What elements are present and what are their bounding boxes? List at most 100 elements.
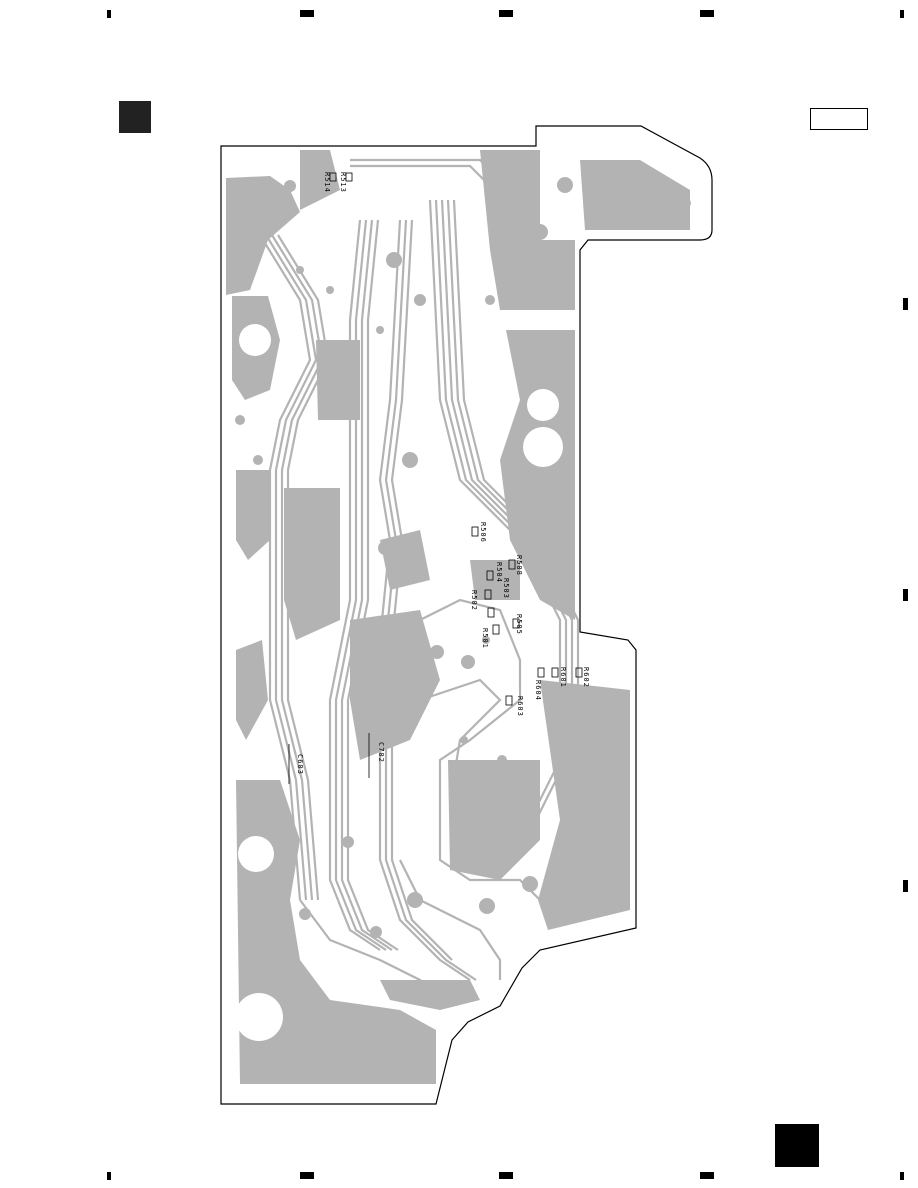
label-r502: R502 <box>470 590 478 611</box>
trace-vertical-7 <box>390 219 453 961</box>
registration-mark-top-4 <box>700 10 714 17</box>
component-r514-body <box>329 172 337 182</box>
trace-diag-2 <box>434 199 568 821</box>
label-r505: R505 <box>515 614 523 635</box>
trace-vertical-3 <box>340 219 393 951</box>
label-r603: R603 <box>516 696 524 717</box>
label-r503: R503 <box>502 578 510 599</box>
pad <box>402 452 418 468</box>
trace-diag-3 <box>440 199 574 760</box>
trace-top-1 <box>350 158 521 201</box>
component-r502-body <box>487 607 495 618</box>
component-r506-body <box>471 526 479 537</box>
trace-vertical-2 <box>334 219 387 951</box>
pad <box>681 198 691 208</box>
copper-pour-right-lower <box>538 680 630 930</box>
copper-pour-center-mid <box>284 488 340 640</box>
component-r601-body <box>551 667 559 678</box>
trace-bundle-2 <box>265 234 318 901</box>
trace-center-1 <box>419 598 541 901</box>
trace-diag-1 <box>428 199 562 821</box>
trace-vertical-4 <box>346 219 399 951</box>
component-r505-body <box>512 618 520 629</box>
copper-pour-center-lower <box>448 760 540 880</box>
label-r504: R504 <box>495 562 503 583</box>
copper-pour-left-lower <box>236 470 270 560</box>
mounting-hole-5 <box>235 993 283 1041</box>
pad <box>482 636 490 644</box>
pad <box>296 266 304 274</box>
mounting-hole-3 <box>523 427 563 467</box>
pad <box>596 764 608 776</box>
pad <box>407 892 423 908</box>
section-marker-square <box>119 101 151 133</box>
component-r603-body <box>505 695 513 706</box>
pad <box>309 494 321 506</box>
label-r601: R601 <box>559 667 567 688</box>
copper-pour-center-2 <box>350 610 440 760</box>
trace-diag-5 <box>452 199 545 541</box>
trace-low-1 <box>299 899 451 1001</box>
pad <box>461 655 475 669</box>
registration-mark-bottom-2 <box>300 1172 314 1179</box>
trace-diag-4 <box>446 199 580 760</box>
pad <box>485 295 495 305</box>
registration-mark-bottom-3 <box>499 1172 513 1179</box>
pad <box>414 294 426 306</box>
component-r508-body <box>508 559 516 570</box>
pad <box>460 736 468 744</box>
component-r504-body <box>486 570 494 581</box>
trace-bundle-4 <box>277 234 330 901</box>
label-r604: R604 <box>534 680 542 701</box>
registration-mark-right-2 <box>903 589 908 601</box>
copper-pour-top-far-right <box>580 160 690 230</box>
copper-pour-top-mid <box>300 150 340 210</box>
component-r501-body <box>492 624 500 635</box>
registration-mark-top-5 <box>900 10 904 18</box>
registration-mark-right-3 <box>903 880 908 892</box>
label-r508: R508 <box>515 555 523 576</box>
trace-bundle-1 <box>259 234 312 901</box>
trace-vertical-6 <box>384 219 477 981</box>
pad <box>479 898 495 914</box>
pad <box>378 541 392 555</box>
registration-mark-bottom-4 <box>700 1172 714 1179</box>
mounting-hole-1 <box>239 324 271 356</box>
pad <box>299 908 311 920</box>
copper-pour-bottom-left <box>236 780 436 1084</box>
trace-center-2 <box>419 678 502 801</box>
copper-pour-top-right <box>480 150 575 310</box>
component-r513-body <box>345 172 353 182</box>
label-c702: C702 <box>377 742 385 763</box>
pad <box>386 252 402 268</box>
label-r513: R513 <box>339 172 347 193</box>
pad <box>264 180 276 192</box>
trace-top-2 <box>350 164 491 187</box>
pad <box>376 326 384 334</box>
label-r514: R514 <box>323 172 331 193</box>
pad <box>315 530 335 550</box>
pad <box>522 876 538 892</box>
copper-pour-center-bottom <box>380 980 480 1010</box>
registration-mark-right-1 <box>903 298 908 310</box>
mounting-hole-2 <box>527 389 559 421</box>
pad <box>430 645 444 659</box>
pad <box>497 755 507 765</box>
pad <box>326 286 334 294</box>
trace-bundle-3 <box>271 234 324 901</box>
trace-vertical-5 <box>378 219 471 981</box>
pad <box>342 836 354 848</box>
pad <box>534 262 546 274</box>
copper-pour-center-3 <box>316 340 360 420</box>
trace-low-2 <box>399 859 502 980</box>
pad <box>557 177 573 193</box>
registration-mark-bottom-1 <box>107 1172 111 1180</box>
trace-vertical-1 <box>328 219 381 951</box>
pad <box>558 868 574 884</box>
pad <box>575 825 585 835</box>
label-r501: R501 <box>481 628 489 649</box>
pad <box>320 602 336 618</box>
mounting-hole-4 <box>238 836 274 872</box>
